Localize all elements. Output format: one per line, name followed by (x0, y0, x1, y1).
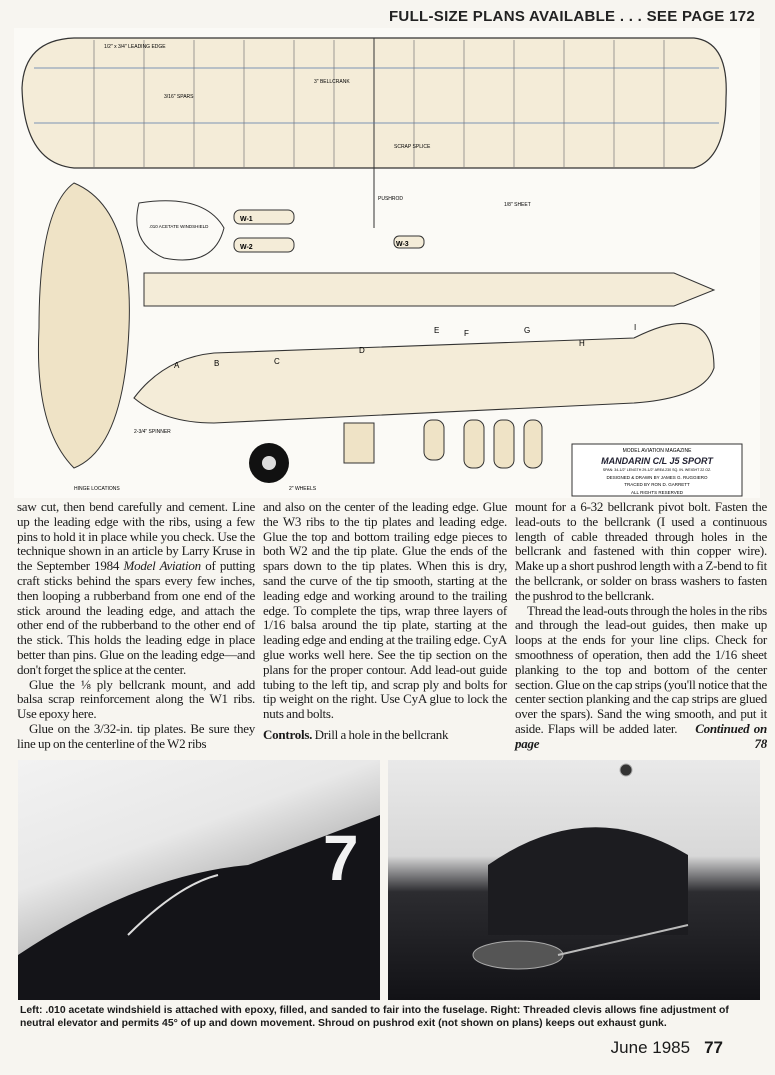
col1-text-a: saw cut, then bend carefully and cement.… (17, 499, 255, 574)
page-number: 77 (704, 1038, 723, 1057)
col3-paragraph-2: Thread the lead-outs through the holes i… (515, 602, 767, 736)
pushrod-label: PUSHROD (378, 196, 403, 202)
issue-date: June 1985 (610, 1038, 691, 1057)
col1-paragraph-bellcrank: Glue the ⅛ ply bellcrank mount, and add … (17, 676, 255, 722)
svg-text:A: A (174, 361, 180, 370)
windshield-photo-art: 7 (18, 815, 380, 1000)
article-column-1: saw cut, then bend carefully and cement.… (17, 499, 255, 752)
bellcrank-label: 3" BELLCRANK (314, 79, 350, 85)
article-column-3: mount for a 6-32 bellcrank pivot bolt. F… (515, 499, 767, 752)
svg-text:G: G (524, 326, 530, 335)
svg-text:B: B (214, 359, 219, 368)
controls-heading: Controls. (263, 726, 313, 742)
windshield-label: .010 ACETATE WINDSHIELD (149, 224, 209, 229)
race-number: 7 (323, 822, 359, 894)
svg-text:C: C (274, 357, 280, 366)
svg-text:SPAN: 34-1/2" LENGTH 29-1/2": SPAN: 34-1/2" LENGTH 29-1/2" AREA 230 SQ… (603, 468, 711, 472)
windshield-part (136, 200, 225, 261)
controls-text: Drill a hole in the bellcrank (312, 726, 449, 742)
continued-link[interactable]: Continued on page 78 (515, 720, 767, 751)
magazine-title-ref: Model Aviation (123, 558, 202, 574)
wheels-label: 2" WHEELS (289, 486, 317, 492)
title-block: MODEL AVIATION MAGAZINE MANDARIN C/L J5 … (571, 443, 743, 497)
svg-text:F: F (464, 329, 469, 338)
station-labels: A B C D E F G H I (174, 323, 636, 370)
photo-windshield: 7 (18, 760, 380, 1000)
col3-paragraph-1: mount for a 6-32 bellcrank pivot bolt. F… (515, 499, 767, 603)
fuselage-side-view (133, 323, 715, 424)
photo-clevis (388, 760, 760, 1000)
svg-text:I: I (634, 323, 636, 332)
leading-edge-label: 1/2" x 3/4" LEADING EDGE (104, 44, 166, 50)
spinner-label: 2-3/4" SPINNER (134, 429, 171, 435)
svg-text:DESIGNED & DRAWN BY JAMES G. R: DESIGNED & DRAWN BY JAMES G. RUGGIERO (606, 475, 708, 480)
svg-text:E: E (434, 326, 439, 335)
stabilizer-outline (37, 182, 130, 469)
hinge-label: HINGE LOCATIONS (74, 486, 120, 492)
svg-text:TRACED BY RON D. GARRETT: TRACED BY RON D. GARRETT (624, 482, 690, 487)
rib-w1-label: W-1 (240, 216, 253, 223)
sheet-label: 1/8" SHEET (504, 202, 531, 208)
plans-available-header: FULL-SIZE PLANS AVAILABLE . . . SEE PAGE… (388, 8, 755, 25)
svg-text:D: D (359, 346, 365, 355)
clevis-photo-art (472, 763, 689, 970)
col2-paragraph: and also on the center of the leading ed… (263, 499, 507, 722)
plans-drawing: 1/2" x 3/4" LEADING EDGE 3/16" SPARS 3" … (14, 28, 760, 498)
svg-text:MODEL AVIATION MAGAZINE: MODEL AVIATION MAGAZINE (623, 448, 692, 454)
rib-w2-label: W-2 (240, 244, 253, 251)
formers (343, 419, 543, 469)
svg-text:ALL RIGHTS RESERVED: ALL RIGHTS RESERVED (631, 490, 684, 495)
spars-label: 3/16" SPARS (164, 94, 194, 100)
scrap-splice-label: SCRAP SPLICE (394, 144, 431, 150)
plan-svg: 1/2" x 3/4" LEADING EDGE 3/16" SPARS 3" … (21, 37, 743, 497)
rib-w3-label: W-3 (396, 241, 409, 248)
page-footer: June 1985 77 (611, 1038, 723, 1058)
col1-text-b: of putting craft sticks behind the spars… (17, 558, 255, 677)
svg-text:H: H (579, 339, 585, 348)
col1-paragraph-tip-plates: Glue on the 3/32-in. tip plates. Be sure… (17, 720, 255, 751)
svg-text:MANDARIN C/L J5 SPORT: MANDARIN C/L J5 SPORT (601, 456, 714, 466)
photo-caption: Left: .010 acetate windshield is attache… (20, 1005, 729, 1029)
fuselage-top-view (143, 272, 716, 307)
article-column-2: and also on the center of the leading ed… (263, 499, 507, 743)
